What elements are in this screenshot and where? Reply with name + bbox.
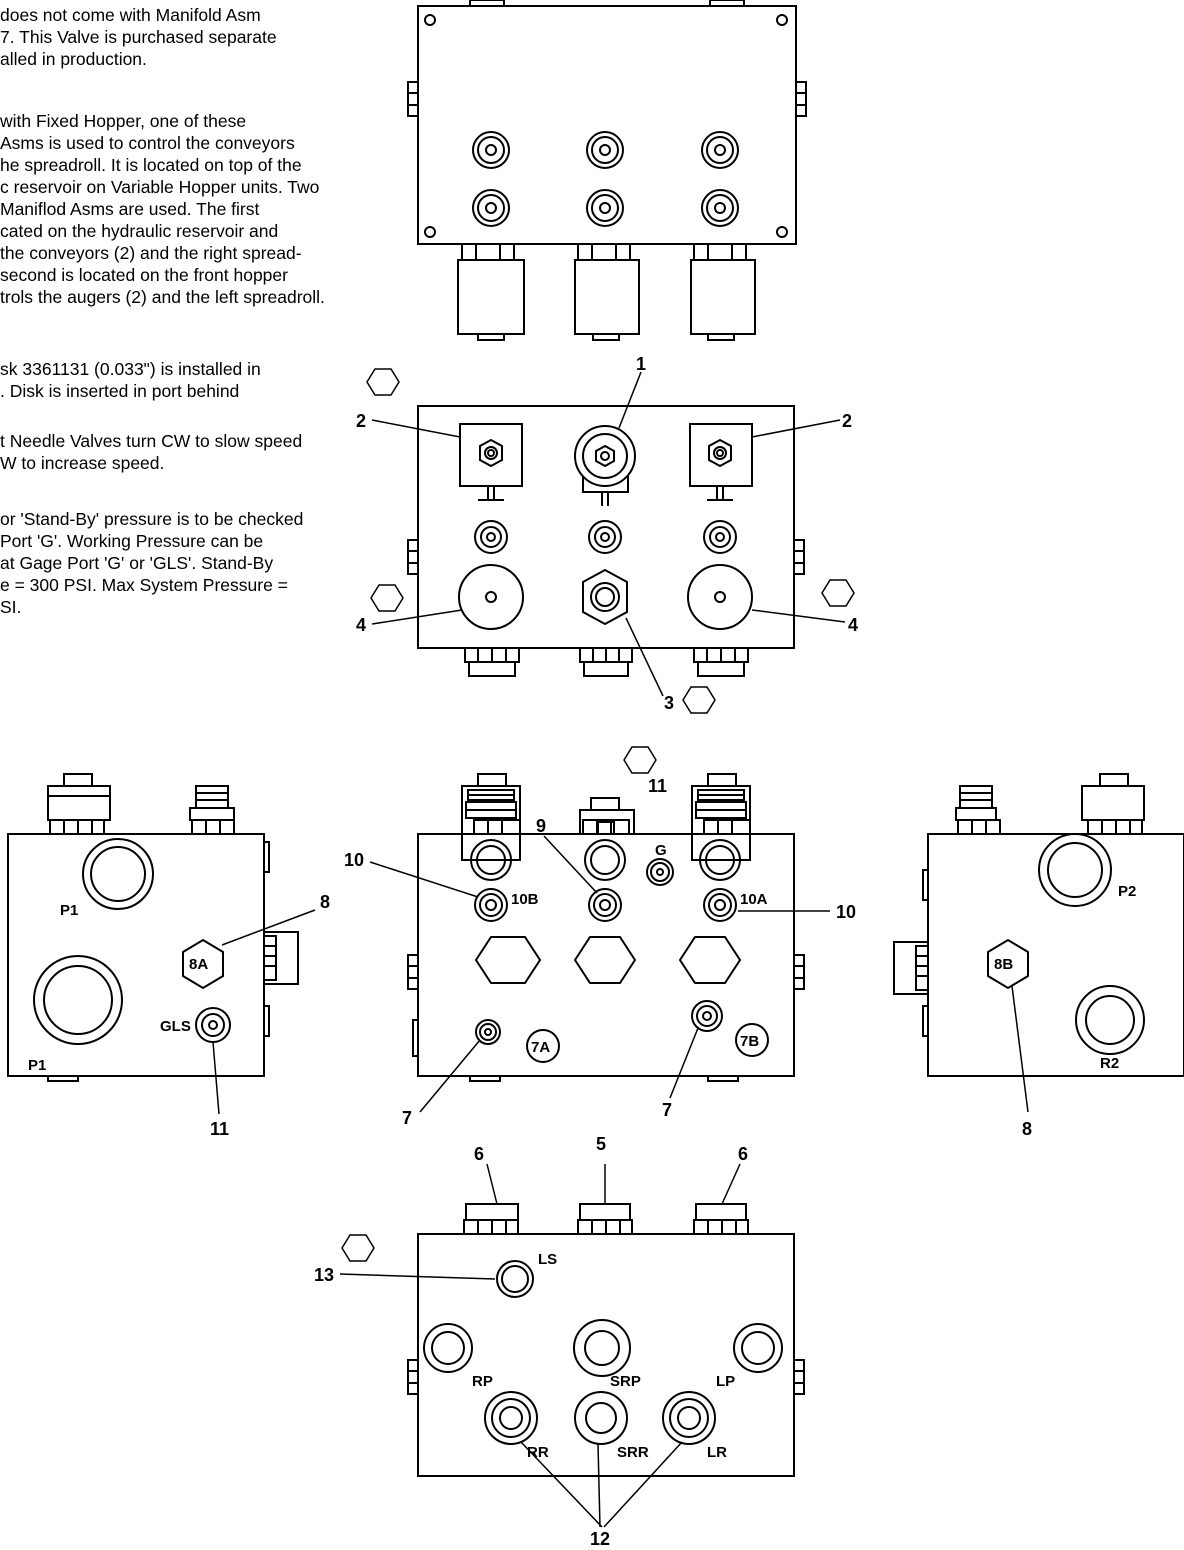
port-label-srp: SRP: [610, 1373, 641, 1390]
note-ref-3: 3: [353, 1240, 361, 1256]
port-label-rp: RP: [472, 1373, 493, 1390]
note-ref-1: 1: [378, 374, 386, 390]
port-label-p1-bottom: P1: [28, 1057, 46, 1074]
port-label-lp: LP: [716, 1373, 735, 1390]
note-ref-4-bottom: 4: [694, 692, 702, 708]
callout-11-left: 11: [210, 1119, 229, 1139]
callout-3: 3: [664, 693, 674, 713]
callout-1: 1: [636, 354, 646, 374]
port-label-10b: 10B: [511, 891, 539, 908]
port-label-p2: P2: [1118, 883, 1136, 900]
note-3: sk 3361131 (0.033") is installed in . Di…: [0, 359, 261, 401]
top-view-manifold: [407, 0, 807, 341]
port-label-g: G: [655, 842, 667, 859]
callout-4-left: 4: [356, 615, 366, 635]
port-label-ls: LS: [538, 1251, 557, 1268]
callout-8-left: 8: [320, 892, 330, 912]
port-label-r2: R2: [1100, 1055, 1119, 1072]
right-side-view: [893, 773, 1184, 1113]
port-label-7b: 7B: [740, 1033, 759, 1050]
note-1: does not come with Manifold Asm 7. This …: [0, 5, 277, 69]
port-label-8b: 8B: [994, 956, 1013, 973]
note-2: with Fixed Hopper, one of these Asms is …: [0, 111, 325, 307]
port-label-8a: 8A: [189, 956, 208, 973]
port-label-p1-top: P1: [60, 902, 78, 919]
note-4: t Needle Valves turn CW to slow speed W …: [0, 431, 303, 473]
callout-7-left: 7: [402, 1108, 412, 1128]
port-label-7a: 7A: [531, 1039, 550, 1056]
port-label-srr: SRR: [617, 1444, 649, 1461]
callout-2-right: 2: [842, 411, 852, 431]
port-label-gls: GLS: [160, 1018, 191, 1035]
callout-10-left: 10: [344, 850, 364, 870]
callout-12: 12: [590, 1529, 610, 1549]
port-label-10a: 10A: [740, 891, 768, 908]
port-label-rr: RR: [527, 1444, 549, 1461]
callout-11-top: 11: [648, 776, 667, 796]
front-view-manifold: [366, 368, 855, 714]
callout-5: 5: [596, 1134, 606, 1154]
callout-6-left: 6: [474, 1144, 484, 1164]
callout-4-right: 4: [848, 615, 858, 635]
callout-6-right: 6: [738, 1144, 748, 1164]
left-side-view: [7, 773, 316, 1115]
callout-10-right: 10: [836, 902, 856, 922]
note-ref-5: 5: [636, 752, 644, 768]
callout-13: 13: [314, 1265, 334, 1285]
note-5: or 'Stand-By' pressure is to be checked …: [0, 509, 304, 617]
callout-8-right: 8: [1022, 1119, 1032, 1139]
note-ref-4-left: 4: [382, 590, 390, 606]
port-label-lr: LR: [707, 1444, 727, 1461]
callout-9: 9: [536, 816, 546, 836]
bottom-view-manifold: [339, 1163, 805, 1528]
callout-2-left: 2: [356, 411, 366, 431]
center-side-view: [369, 746, 830, 1113]
note-ref-4-right: 4: [833, 585, 841, 601]
callout-7-right: 7: [662, 1100, 672, 1120]
